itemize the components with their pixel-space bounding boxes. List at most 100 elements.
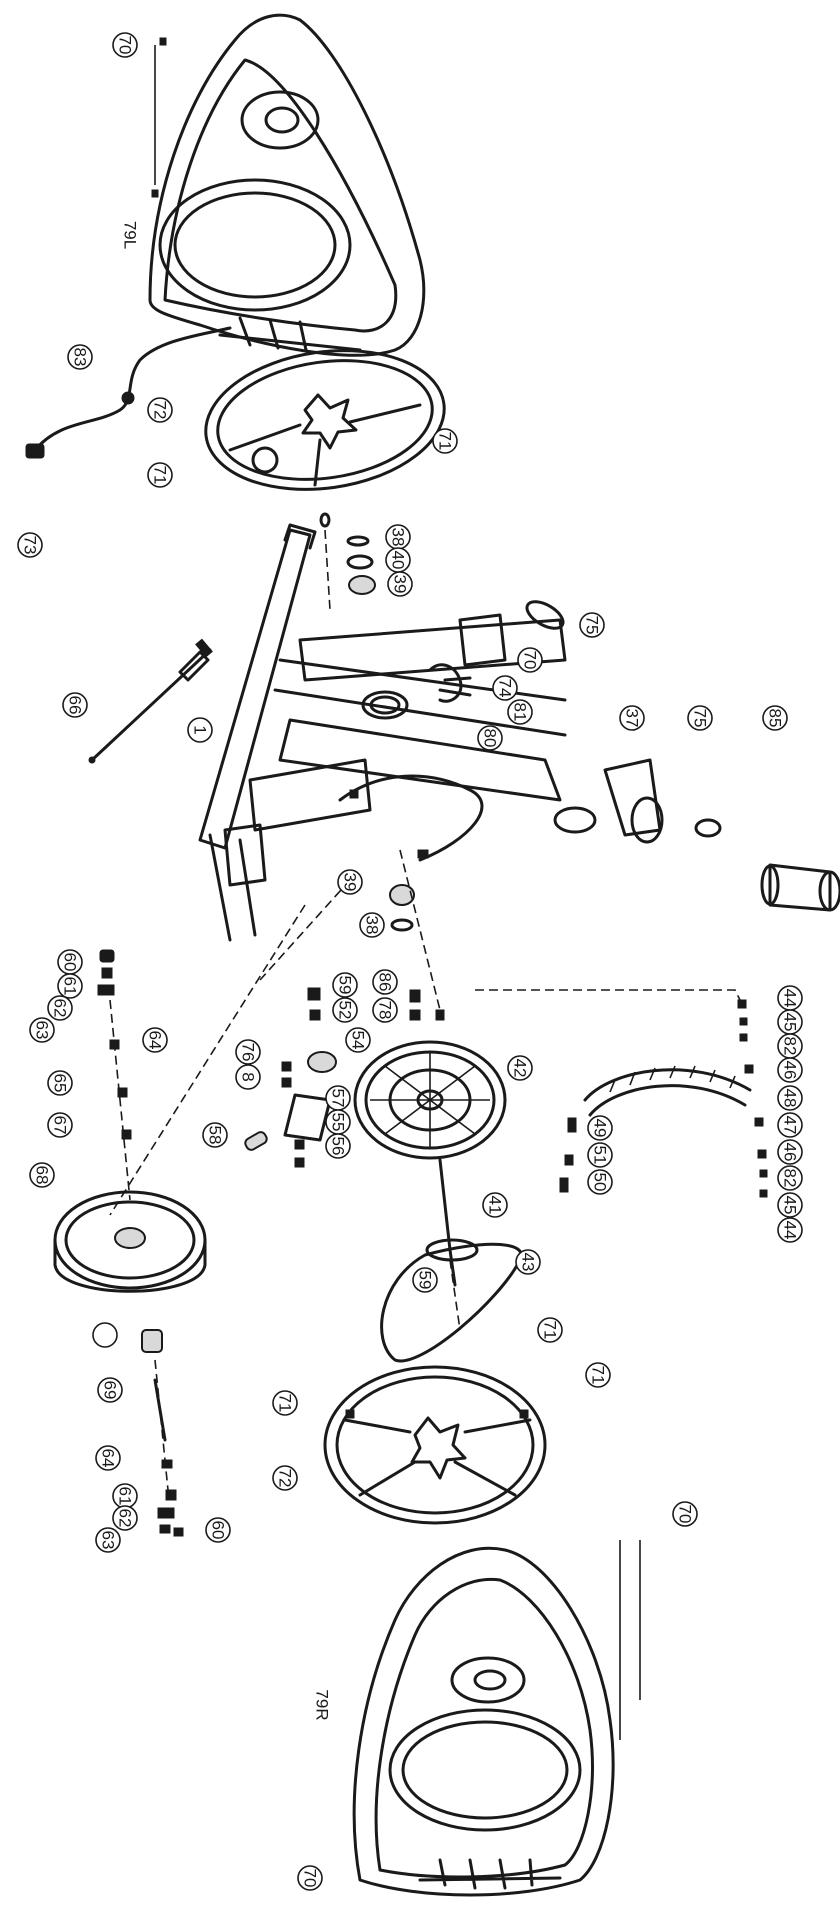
left-shroud	[148, 13, 426, 357]
label-65: 65	[47, 1070, 73, 1096]
label-79R: 79R	[313, 1689, 332, 1720]
svg-text:69: 69	[101, 1381, 120, 1400]
label-72-top: 72	[147, 397, 173, 423]
label-37: 37	[619, 705, 645, 731]
svg-text:57: 57	[329, 1089, 348, 1108]
label-39-top: 39	[387, 571, 413, 597]
upper-inner-ring	[204, 349, 446, 491]
svg-text:44: 44	[781, 989, 800, 1008]
svg-text:63: 63	[99, 1531, 118, 1550]
label-41: 41	[482, 1192, 508, 1218]
label-73: 73	[17, 532, 43, 558]
label-38-top: 38	[385, 524, 411, 550]
svg-text:46: 46	[781, 1061, 800, 1080]
svg-text:82: 82	[781, 1169, 800, 1188]
label-56: 56	[325, 1133, 351, 1159]
svg-text:56: 56	[329, 1137, 348, 1156]
svg-text:83: 83	[71, 348, 90, 367]
main-frame	[198, 523, 597, 942]
svg-text:52: 52	[336, 1001, 355, 1020]
label-60-bottom: 60	[205, 1517, 231, 1543]
label-71-mid: 71	[537, 1317, 563, 1343]
label-71-left: 71	[272, 1390, 298, 1416]
label-61-left: 61	[57, 973, 83, 999]
svg-text:39: 39	[341, 873, 360, 892]
label-68: 68	[29, 1162, 55, 1188]
svg-text:54: 54	[349, 1031, 368, 1050]
label-79L: 79L	[121, 221, 140, 249]
bearing-stack-top	[319, 512, 376, 595]
label-63-bottom: 63	[95, 1527, 121, 1553]
svg-text:75: 75	[583, 616, 602, 635]
svg-text:81: 81	[511, 703, 530, 722]
svg-text:58: 58	[206, 1126, 225, 1145]
svg-text:47: 47	[781, 1116, 800, 1135]
svg-text:45: 45	[781, 1196, 800, 1215]
label-46-bottom: 46	[777, 1139, 803, 1165]
label-38-lower: 38	[359, 912, 385, 938]
svg-text:73: 73	[21, 536, 40, 555]
svg-text:44: 44	[781, 1221, 800, 1240]
label-69: 69	[97, 1377, 123, 1403]
label-47: 47	[777, 1112, 803, 1138]
svg-text:75: 75	[691, 709, 710, 728]
bearing-stack-lower	[389, 884, 415, 932]
svg-text:45: 45	[781, 1013, 800, 1032]
svg-text:38: 38	[363, 916, 382, 935]
svg-text:74: 74	[496, 679, 515, 698]
lower-inner-ring	[323, 1365, 547, 1525]
label-72-bottom: 72	[272, 1465, 298, 1491]
label-45-bottom: 45	[777, 1192, 803, 1218]
svg-text:37: 37	[623, 709, 642, 728]
svg-text:68: 68	[33, 1166, 52, 1185]
spring-bracket	[428, 663, 472, 703]
label-67: 67	[47, 1112, 73, 1138]
label-62-bottom: 62	[112, 1505, 138, 1531]
svg-text:61: 61	[116, 1487, 135, 1506]
svg-text:70: 70	[301, 1869, 320, 1888]
crank-axle	[141, 1329, 184, 1537]
svg-text:71: 71	[589, 1366, 608, 1385]
label-64-bottom: 64	[95, 1445, 121, 1471]
svg-text:70: 70	[116, 36, 135, 55]
label-61-bottom: 61	[112, 1483, 138, 1509]
svg-text:61: 61	[61, 977, 80, 996]
svg-text:85: 85	[766, 709, 785, 728]
svg-text:41: 41	[486, 1196, 505, 1215]
label-45-top: 45	[777, 1009, 803, 1035]
svg-text:71: 71	[151, 466, 170, 485]
svg-text:76: 76	[239, 1043, 258, 1062]
label-81: 81	[507, 699, 533, 725]
sensor-cable	[25, 326, 232, 459]
label-75-top: 75	[579, 612, 605, 638]
svg-text:39: 39	[391, 575, 410, 594]
label-60-left: 60	[57, 949, 83, 975]
right-shroud	[352, 1546, 615, 1897]
svg-text:62: 62	[51, 999, 70, 1018]
label-43: 43	[515, 1249, 541, 1275]
label-85: 85	[762, 705, 788, 731]
label-58: 58	[202, 1122, 228, 1148]
label-48: 48	[777, 1085, 803, 1111]
svg-text:42: 42	[511, 1059, 530, 1078]
label-40: 40	[385, 547, 411, 573]
label-66: 66	[62, 692, 88, 718]
label-71-right: 71	[585, 1362, 611, 1388]
label-82-bottom: 82	[777, 1165, 803, 1191]
label-83: 83	[67, 344, 93, 370]
svg-text:64: 64	[146, 1031, 165, 1050]
svg-text:48: 48	[781, 1089, 800, 1108]
magnet-brake	[559, 999, 768, 1198]
svg-text:71: 71	[541, 1321, 560, 1340]
label-80: 80	[477, 725, 503, 751]
flywheel	[353, 1040, 507, 1160]
label-44-bottom: 44	[777, 1217, 803, 1243]
label-71-right-top: 71	[432, 428, 458, 454]
svg-text:63: 63	[33, 1021, 52, 1040]
svg-text:50: 50	[591, 1173, 610, 1192]
label-74: 74	[492, 675, 518, 701]
label-70-bottom: 70	[297, 1865, 323, 1891]
label-59-top: 59	[332, 972, 358, 998]
svg-text:60: 60	[61, 953, 80, 972]
svg-text:72: 72	[276, 1469, 295, 1488]
